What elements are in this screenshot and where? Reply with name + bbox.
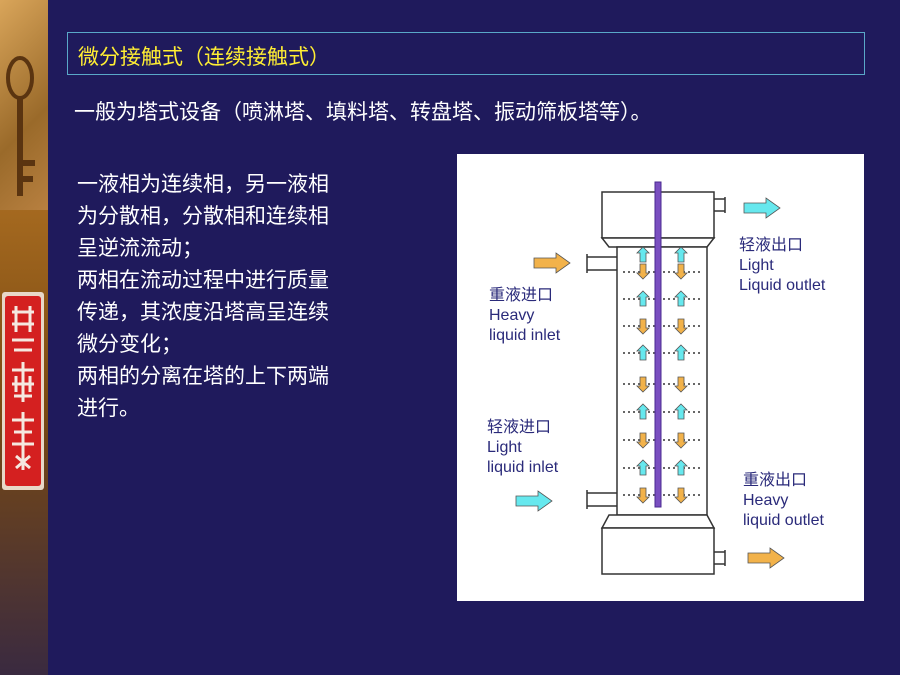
light-outlet-arrow [743,197,781,219]
tower-column [616,246,708,516]
heavy-inlet-nozzle [586,254,617,273]
body-line: 为分散相，分散相和连续相 [77,204,329,228]
red-seal-stamp [2,292,44,490]
decorative-key-image [0,0,48,210]
light-phase-up-arrow [674,403,688,420]
light-phase-up-arrow [636,246,650,263]
heavy-outlet-en1: Heavy [743,492,789,509]
light-inlet-nozzle [586,490,617,509]
heavy-phase-down-arrow [674,487,688,504]
heavy-phase-down-arrow [674,263,688,280]
dispersed-droplet-lines [623,271,701,496]
heavy-outlet-label: 重液出口 Heavy liquid outlet [743,471,824,531]
light-phase-up-arrow [636,459,650,476]
light-phase-up-arrow [674,344,688,361]
flow-direction-arrows [636,246,688,504]
light-inlet-label: 轻液进口 Light liquid inlet [487,418,558,478]
heavy-phase-down-arrow [674,376,688,393]
heavy-inlet-zh: 重液进口 [489,287,554,304]
external-flow-arrows [515,197,785,569]
heavy-phase-down-arrow [674,318,688,335]
light-inlet-zh: 轻液进口 [487,419,552,436]
heavy-phase-down-arrow [636,263,650,280]
tower-drawing [515,181,785,575]
light-phase-up-arrow [674,246,688,263]
heavy-phase-down-arrow [636,432,650,449]
heavy-outlet-zh: 重液出口 [743,472,808,489]
light-inlet-en2: liquid inlet [487,459,559,476]
light-phase-up-arrow [636,344,650,361]
light-phase-up-arrow [636,403,650,420]
agitator-shaft [654,181,662,508]
key-icon [6,56,35,196]
tower-bottom-head [601,527,715,575]
light-outlet-nozzle [714,197,726,213]
heavy-phase-down-arrow [636,376,650,393]
light-outlet-en2: Liquid outlet [739,277,826,294]
body-line: 进行。 [77,396,140,420]
body-line: 两相的分离在塔的上下两端 [77,364,329,388]
heavy-inlet-en1: Heavy [489,307,535,324]
light-outlet-en1: Light [739,257,774,274]
body-text: 一液相为连续相，另一液相 为分散相，分散相和连续相 呈逆流流动； 两相在流动过程… [77,168,432,424]
slide-subtitle: 一般为塔式设备（喷淋塔、填料塔、转盘塔、振动筛板塔等）。 [74,100,652,124]
heavy-outlet-nozzle [714,550,726,566]
light-outlet-zh: 轻液出口 [739,237,804,254]
light-inlet-arrow [515,490,553,512]
heavy-phase-down-arrow [636,318,650,335]
heavy-inlet-en2: liquid inlet [489,327,561,344]
seal-icon [5,296,41,486]
extraction-tower-diagram: 轻液出口 Light Liquid outlet 重液进口 Heavy liqu… [457,154,864,601]
light-phase-up-arrow [636,290,650,307]
heavy-phase-down-arrow [636,487,650,504]
light-outlet-label: 轻液出口 Light Liquid outlet [739,236,825,296]
body-line: 呈逆流流动； [77,236,203,260]
heavy-inlet-arrow [533,252,571,274]
light-inlet-en1: Light [487,439,522,456]
heavy-inlet-label: 重液进口 Heavy liquid inlet [489,286,560,346]
heavy-outlet-arrow [747,547,785,569]
body-line: 一液相为连续相，另一液相 [77,172,329,196]
heavy-outlet-en2: liquid outlet [743,512,824,529]
body-line: 微分变化； [77,332,182,356]
light-phase-up-arrow [674,290,688,307]
heavy-phase-down-arrow [674,432,688,449]
slide-title: 微分接触式（连续接触式） [78,45,330,69]
body-line: 传递，其浓度沿塔高呈连续 [77,300,329,324]
body-line: 两相在流动过程中进行质量 [77,268,329,292]
title-box: 微分接触式（连续接触式） [67,32,865,75]
tower-bottom-cone [600,514,716,529]
light-phase-up-arrow [674,459,688,476]
